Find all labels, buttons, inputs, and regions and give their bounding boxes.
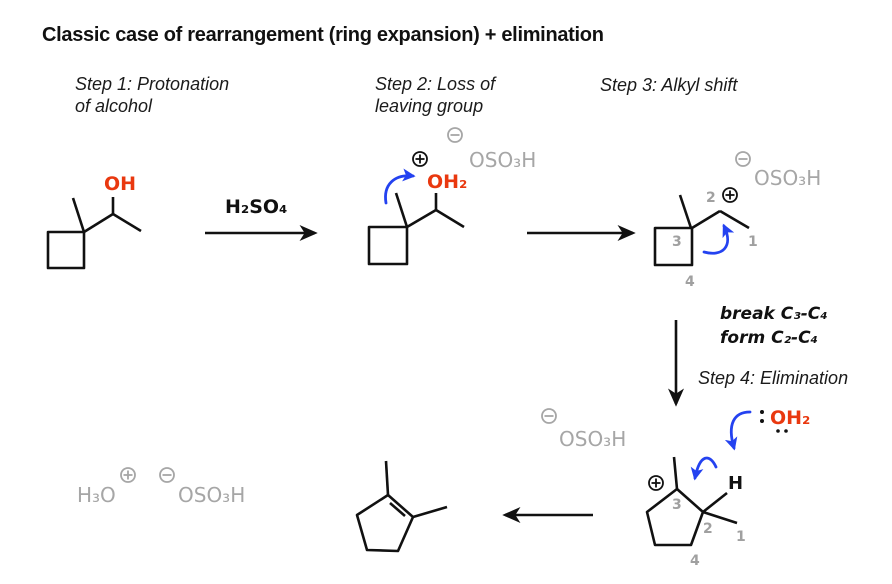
- h2so4-reagent-label: H₂SO₄: [225, 196, 287, 218]
- methyl-bond: [71, 197, 86, 233]
- charge-circle: [159, 467, 175, 483]
- page-title: Classic case of rearrangement (ring expa…: [42, 24, 604, 46]
- cyclopentene-ring: [355, 493, 415, 553]
- h2so4-reaction-arrow: H₂SO₄: [205, 196, 318, 242]
- minus-charge-icon: [447, 127, 463, 143]
- charge-circle: [447, 127, 463, 143]
- cc-bond: [83, 212, 114, 234]
- carbon-4-number: 4: [685, 274, 695, 290]
- plus-charge-icon: [412, 151, 428, 167]
- c2-c1-bond: [719, 209, 750, 230]
- carbon-1-number: 1: [736, 529, 746, 545]
- curved-arrow-icon: [724, 410, 752, 451]
- methyl-bond: [435, 208, 465, 229]
- carbon-2-number: 2: [703, 521, 713, 537]
- cyclobutane-ring: [367, 225, 409, 266]
- methyl-bond: [394, 192, 409, 228]
- step3-molecule: 2 1 3 4 OSO₃H: [653, 151, 821, 290]
- protonated-water-label: OH₂: [427, 171, 467, 193]
- charge-circle: [735, 151, 751, 167]
- minus-charge-icon: [735, 151, 751, 167]
- plus-charge-icon: [722, 187, 738, 203]
- form-bond-annotation: form C₂-C₄: [720, 328, 818, 348]
- cyclobutane-ring: [46, 230, 86, 270]
- plus-charge-icon: [648, 475, 664, 491]
- step1-molecule: OH: [46, 173, 142, 270]
- bisulfate-label: OSO₃H: [559, 427, 626, 451]
- step4-label: Step 4: Elimination: [698, 368, 848, 388]
- lone-pair-dot: [760, 410, 764, 414]
- minus-charge-icon: [541, 408, 557, 424]
- step2-molecule: OH₂ OSO₃H: [367, 127, 536, 266]
- bisulfate-label: OSO₃H: [469, 148, 536, 172]
- hydrogen-label: H: [728, 473, 743, 494]
- charge-circle: [541, 408, 557, 424]
- minus-charge-icon: [159, 467, 175, 483]
- cyclopentane-ring: [645, 487, 705, 547]
- break-bond-annotation: break C₃-C₄: [720, 304, 828, 324]
- water-label: OH₂: [770, 407, 810, 429]
- methyl-bond: [384, 460, 390, 496]
- lone-pair-dot: [760, 419, 764, 423]
- step1-label-line2: of alcohol: [75, 96, 153, 116]
- step2-label-line2: leaving group: [375, 96, 483, 116]
- carbon-3-number: 3: [672, 234, 682, 250]
- methyl-bond: [678, 194, 693, 229]
- cyclobutane-ring: [653, 226, 694, 267]
- step1-label-line1: Step 1: Protonation: [75, 74, 229, 94]
- methyl-bond: [672, 456, 679, 490]
- product-molecule: [355, 460, 448, 553]
- hydroxyl-label: OH: [104, 173, 136, 195]
- carbon-3-number: 3: [672, 497, 682, 513]
- lone-pair-dot: [776, 429, 780, 433]
- c3-c2-bond: [691, 209, 721, 230]
- bisulfate-label: OSO₃H: [754, 166, 821, 190]
- charge-circle: [722, 187, 738, 203]
- water-nucleophile: OH₂: [760, 407, 810, 433]
- step3-label: Step 3: Alkyl shift: [600, 75, 738, 95]
- step2-label-line1: Step 2: Loss of: [375, 74, 497, 94]
- charge-circle: [120, 467, 136, 483]
- methyl-bond: [112, 212, 142, 233]
- carbon-2-number: 2: [706, 190, 716, 206]
- charge-circle: [648, 475, 664, 491]
- double-bond-inner-line: [389, 502, 406, 517]
- methyl-bond: [702, 510, 738, 525]
- carbon-1-number: 1: [748, 234, 758, 250]
- plus-charge-icon: [120, 467, 136, 483]
- curved-arrow-icon: [384, 168, 416, 205]
- byproducts: H₃O OSO₃H: [77, 467, 245, 507]
- curved-arrow-icon: [690, 456, 718, 481]
- step4-molecule: H 3 2 1 4 OH₂ OSO₃H: [541, 407, 810, 569]
- hydronium-label: H₃O: [77, 483, 116, 507]
- lone-pair-dot: [784, 429, 788, 433]
- methyl-bond: [412, 505, 448, 519]
- curved-arrow-icon: [702, 223, 735, 255]
- carbon-4-number: 4: [690, 553, 700, 569]
- ch-bond: [702, 491, 728, 514]
- charge-circle: [412, 151, 428, 167]
- bisulfate-label: OSO₃H: [178, 483, 245, 507]
- cc-bond: [406, 208, 437, 229]
